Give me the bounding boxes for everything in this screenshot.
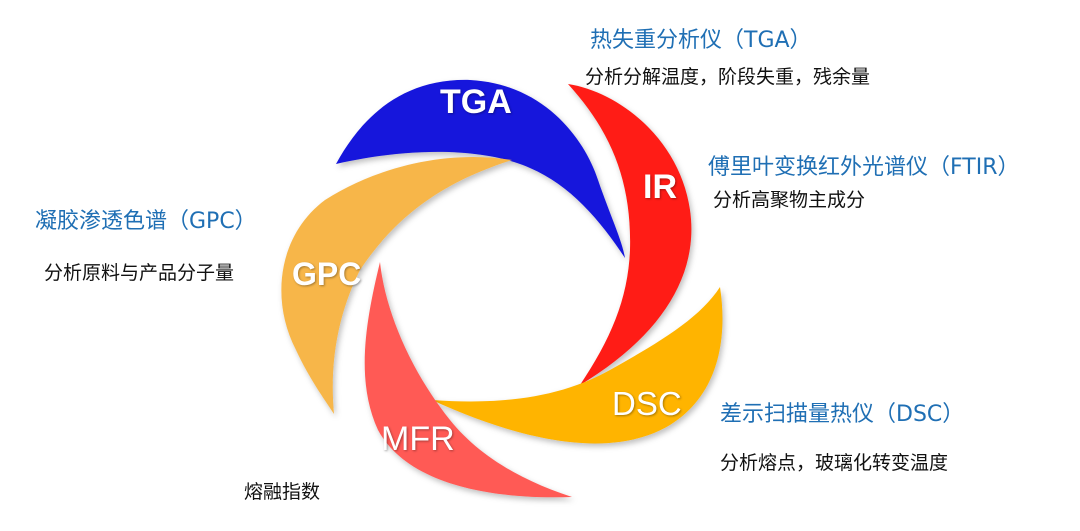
gpc-title: 凝胶渗透色谱（GPC） [35, 209, 257, 234]
ftir-title: 傅里叶变换红外光谱仪（FTIR） [708, 155, 1020, 180]
ir-petal-label: IR [643, 168, 677, 206]
tga-title: 热失重分析仪（TGA） [590, 28, 812, 53]
dsc-description: 分析熔点，玻璃化转变温度 [720, 452, 949, 474]
dsc-title: 差示扫描量热仪（DSC） [720, 402, 965, 427]
tga-petal-label: TGA [440, 83, 512, 121]
tga-description: 分析分解温度，阶段失重，残余量 [585, 66, 871, 88]
gpc-petal [281, 156, 512, 415]
mfr-description: 熔融指数 [244, 481, 321, 503]
gpc-petal-label: GPC [292, 256, 362, 292]
dsc-petal-label: DSC [612, 385, 682, 422]
ftir-description: 分析高聚物主成分 [713, 189, 866, 211]
ir-petal [568, 84, 692, 385]
tga-petal [336, 79, 625, 258]
mfr-petal-label: MFR [381, 420, 455, 458]
mfr-petal [364, 262, 572, 498]
gpc-description: 分析原料与产品分子量 [44, 262, 235, 284]
dsc-petal [432, 287, 723, 444]
